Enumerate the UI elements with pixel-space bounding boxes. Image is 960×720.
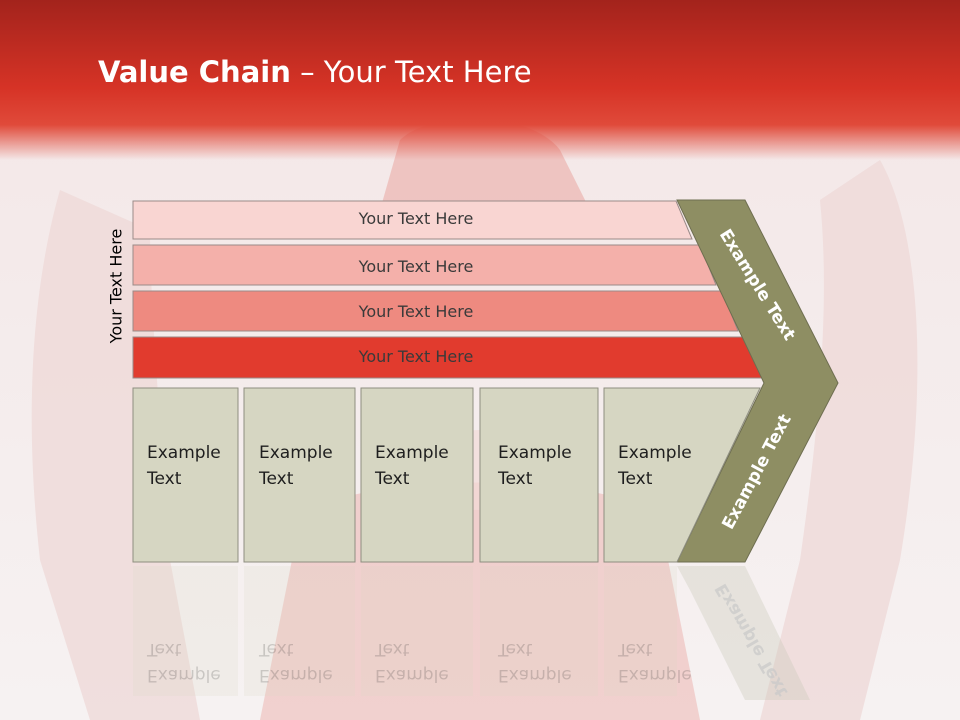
margin-chevron [676,199,839,563]
title-rest: – Your Text Here [290,55,532,89]
box-1-reflection: Example Text [147,636,237,688]
activity-box-2 [243,387,356,563]
title-bold: Value Chain [98,55,291,89]
bar-2 [132,244,717,286]
box-5-reflection-line2: Text [618,639,653,659]
box-5-reflection: Example Text [618,636,708,688]
bar-3 [132,290,739,332]
box-2-line2: Text [259,469,294,489]
box-4-reflection-line2: Text [498,639,533,659]
box-5-line2: Text [618,469,653,489]
box-4-reflection: Example Text [498,636,588,688]
activity-box-5 [603,387,761,563]
box-3-line1: Example [375,443,449,463]
box-1-line2: Text [147,469,182,489]
box-2-reflection-line2: Text [259,639,294,659]
page-title: Value Chain – Your Text Here [98,55,532,89]
bar-3-label: Your Text Here [358,302,474,321]
box-reflection-4 [480,566,598,696]
bar-2-label: Your Text Here [358,257,474,276]
box-2-line1: Example [259,443,333,463]
box-3-reflection-line1: Example [375,665,449,685]
box-1-reflection-line2: Text [147,639,182,659]
activity-box-3 [360,387,474,563]
box-2-reflection-line1: Example [259,665,333,685]
box-1-line1: Example [147,443,221,463]
bar-4-label: Your Text Here [358,347,474,366]
box-5-reflection-line1: Example [618,665,692,685]
box-4-line2: Text [498,469,533,489]
title-banner [0,0,960,160]
side-label: Your Text Here [106,228,126,344]
box-3-reflection-line2: Text [375,639,410,659]
box-1-reflection-line1: Example [147,665,221,685]
box-3-line2: Text [375,469,410,489]
box-5-line1: Example [618,443,692,463]
box-4-line1: Example [498,443,572,463]
bar-1-label: Your Text Here [358,209,474,228]
box-reflection-2 [244,566,355,696]
activity-box-4 [479,387,599,563]
box-reflection-1 [133,566,238,696]
bar-1 [132,200,693,240]
box-2-reflection: Example Text [259,636,349,688]
margin-chevron-reflection [677,566,810,700]
box-3-reflection: Example Text [375,636,465,688]
activity-box-1 [132,387,239,563]
box-reflection-5 [604,566,677,696]
box-4-reflection-line1: Example [498,665,572,685]
box-reflection-3 [361,566,473,696]
